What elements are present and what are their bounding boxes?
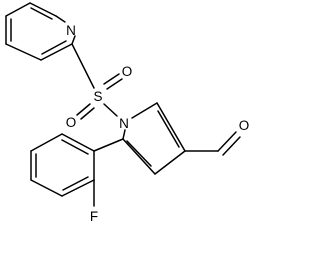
bond-ph-4	[30, 179, 63, 197]
atom-f-fluoro: F	[90, 209, 98, 224]
bond-s-o-bottom-a	[76, 103, 91, 116]
bond-pyr-3-inner	[30, 7, 53, 20]
molecule-diagram: N S O O N O F	[5, 2, 250, 224]
atom-s-sulfonyl: S	[93, 89, 102, 104]
bond-pyrrole-c5-n	[122, 129, 126, 140]
bond-pyr-5	[71, 35, 76, 45]
bond-pyrrole-c3-c4	[154, 150, 186, 175]
bond-pyr-7	[5, 43, 42, 61]
bond-pyr-s	[71, 43, 95, 89]
bond-ph-1-inner	[61, 139, 89, 155]
bond-pyrrole-phenyl	[93, 138, 124, 152]
bond-aldehyde-o-b	[222, 136, 241, 156]
structure-canvas: N S O O N O F	[5, 2, 250, 224]
bond-s-o-bottom-b	[80, 107, 95, 120]
atom-n-pyrrole: N	[119, 116, 129, 131]
bond-s-o-top-a	[103, 73, 120, 85]
bond-pyrrole-c4-c5	[122, 138, 156, 175]
bond-ph-5	[61, 179, 95, 197]
bond-s-n	[103, 103, 118, 117]
bond-ph-1	[61, 133, 95, 152]
atom-o-aldehyde: O	[239, 118, 250, 133]
bond-ph-5-inner	[62, 176, 89, 191]
bond-pyr-2	[5, 2, 31, 17]
bond-s-o-top-b	[106, 78, 123, 90]
atom-o-sulfonyl-top: O	[122, 64, 133, 79]
bond-pyrrole-c4-c5-inner	[126, 140, 152, 167]
bond-ph-2	[30, 133, 63, 152]
bond-aldehyde-o-a	[217, 131, 237, 152]
bond-pyr-3	[29, 2, 57, 17]
atom-n-pyridine: N	[66, 23, 76, 38]
atom-o-sulfonyl-bottom: O	[66, 115, 77, 130]
bond-pyrrole-n-c2	[131, 102, 158, 119]
bond-pyrrole-c2-c3-inner	[157, 110, 180, 148]
bond-pyr-6-inner	[41, 40, 67, 55]
bond-pyrrole-c2-c3	[156, 102, 186, 152]
bond-pyr-6	[40, 43, 73, 61]
bond-pyr-4	[55, 15, 66, 23]
